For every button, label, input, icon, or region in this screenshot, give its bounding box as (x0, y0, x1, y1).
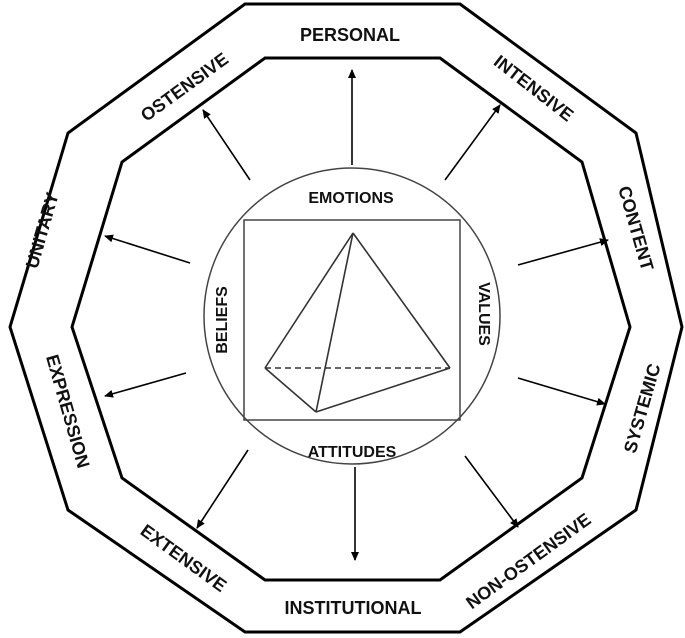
arrow-systemic (517, 377, 606, 406)
arrow-extensive (196, 449, 249, 529)
tetrahedron-icon (264, 232, 451, 413)
label-institutional: INSTITUTIONAL (285, 598, 422, 618)
label-intensive: INTENSIVE (490, 51, 577, 125)
label-systemic: SYSTEMIC (620, 361, 665, 455)
arrows (104, 69, 609, 561)
label-unitary: UNITARY (22, 190, 63, 270)
arrow-content (517, 238, 609, 266)
arrow-unitary (104, 234, 191, 264)
label-personal: PERSONAL (300, 25, 400, 45)
arrow-expression (104, 372, 187, 398)
label-extensive: EXTENSIVE (137, 520, 230, 596)
center-circle (203, 167, 501, 465)
outer-decagon (8, 2, 684, 634)
label-values: VALUES (475, 282, 492, 346)
label-non-ostensive: NON-OSTENSIVE (462, 509, 594, 613)
label-attitudes: ATTITUDES (308, 444, 397, 461)
arrow-intensive (444, 104, 501, 181)
tetrahedron-frame (243, 219, 461, 421)
arrow-ostensive (202, 109, 251, 181)
inner-decagon (70, 56, 632, 582)
label-ostensive: OSTENSIVE (137, 49, 232, 126)
label-beliefs: BELIEFS (214, 286, 231, 354)
arrow-non-ostensive (464, 455, 519, 528)
label-emotions: EMOTIONS (308, 190, 394, 207)
